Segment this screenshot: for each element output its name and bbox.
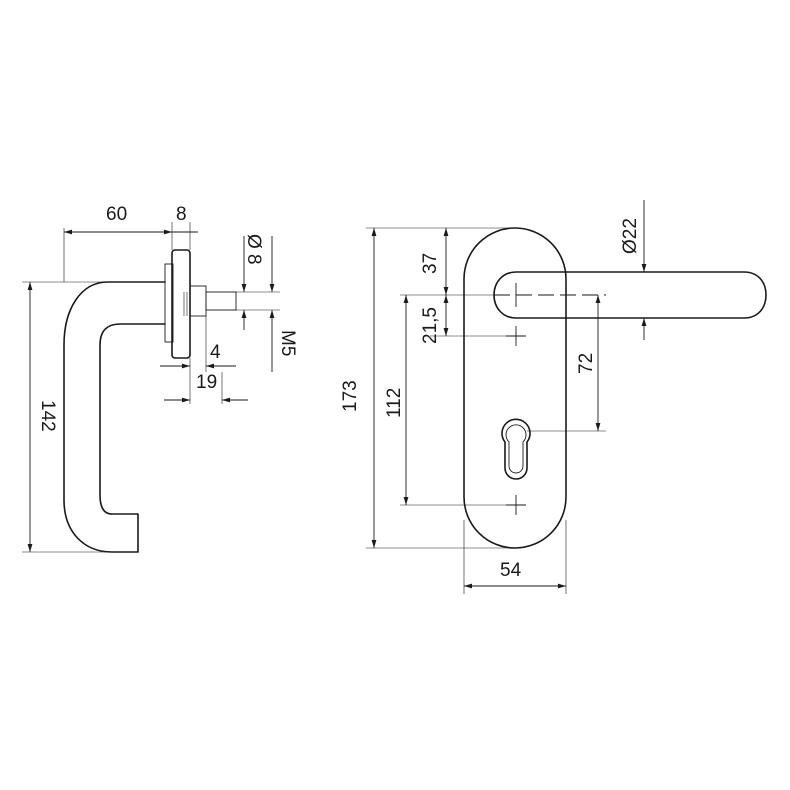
dim-8-rose: 8 xyxy=(176,204,187,225)
dim-142: 142 xyxy=(37,400,58,432)
dim-diameter-22: Ø22 xyxy=(620,218,641,254)
dim-m5: M5 xyxy=(277,330,298,356)
dim-173: 173 xyxy=(340,380,361,412)
dim-4: 4 xyxy=(210,342,221,363)
front-view: 173 37 21,5 112 72 54 Ø22 xyxy=(340,200,767,594)
dim-72: 72 xyxy=(576,353,597,374)
dim-19: 19 xyxy=(196,372,217,393)
side-view: 60 8 Ø 8 M5 4 19 142 xyxy=(22,204,298,553)
dim-112: 112 xyxy=(384,388,405,418)
dim-diameter-8: Ø 8 xyxy=(243,234,264,265)
spindle xyxy=(205,291,237,311)
lever-handle-side xyxy=(63,281,166,553)
dim-37: 37 xyxy=(420,253,441,274)
rose-inner xyxy=(164,263,174,343)
dim-21-5: 21,5 xyxy=(420,307,441,344)
dim-54: 54 xyxy=(500,560,522,581)
dim-60: 60 xyxy=(106,204,127,225)
spindle-housing xyxy=(189,285,207,317)
cylinder-keyhole xyxy=(501,418,531,480)
backplate xyxy=(463,227,567,549)
lever-handle-front xyxy=(493,271,767,319)
